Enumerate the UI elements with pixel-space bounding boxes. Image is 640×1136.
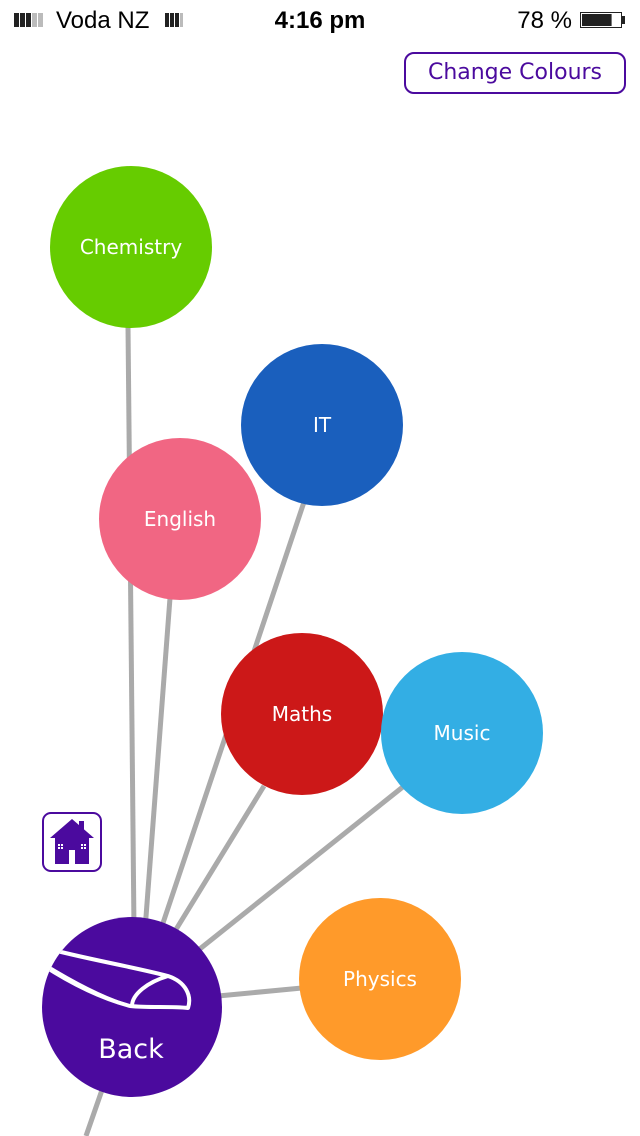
connector-physics [217, 985, 303, 999]
connector-music [194, 784, 406, 954]
wifi-icon [165, 13, 183, 27]
connector-maths [169, 784, 267, 938]
subject-bubble-english[interactable]: English [99, 438, 261, 600]
bird-head-icon [42, 944, 192, 1010]
status-time: 4:16 pm [274, 7, 366, 34]
status-bar: Voda NZ 4:16 pm 78 % [0, 0, 640, 40]
home-button[interactable] [42, 812, 102, 872]
cellular-signal-icon [14, 13, 43, 27]
subject-label: Maths [272, 702, 332, 726]
home-icon [50, 819, 94, 864]
subject-bubble-maths[interactable]: Maths [221, 633, 383, 795]
connector-parent [83, 1089, 105, 1136]
battery-icon [580, 12, 625, 28]
subject-label: Physics [343, 967, 417, 991]
back-label: Back [98, 1034, 164, 1065]
battery-percent: 78 % [517, 7, 572, 34]
subject-bubble-music[interactable]: Music [381, 652, 543, 814]
subject-bubble-it[interactable]: IT [241, 344, 403, 506]
back-button[interactable]: Back [38, 917, 222, 1097]
subject-bubble-chemistry[interactable]: Chemistry [50, 166, 212, 328]
carrier-name: Voda NZ [56, 7, 150, 34]
change-colours-button[interactable]: Change Colours [404, 52, 626, 94]
subject-bubble-physics[interactable]: Physics [299, 898, 461, 1060]
subject-label: Music [434, 721, 491, 745]
subject-label: English [144, 507, 216, 531]
connector-english [142, 597, 173, 931]
subject-label: IT [313, 413, 332, 437]
subject-label: Chemistry [80, 235, 182, 259]
connector-chemistry [125, 325, 137, 931]
